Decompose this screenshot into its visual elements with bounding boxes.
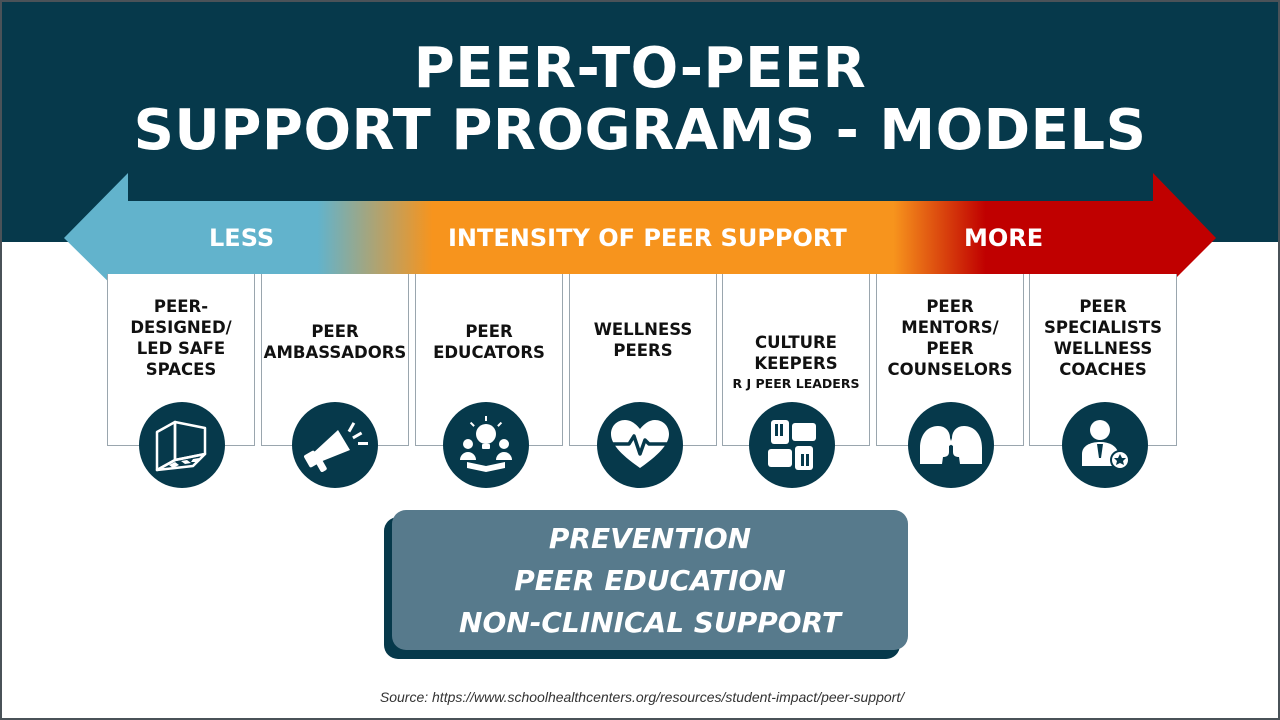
heartbeat-icon: [597, 402, 683, 488]
model-label: PEER SPECIALISTS WELLNESS COACHES: [1044, 297, 1162, 379]
more-label: MORE: [964, 224, 1044, 252]
summary-line-1: PREVENTION: [548, 522, 752, 555]
lightbulb-group-icon: [443, 402, 529, 488]
summary-line-3: NON-CLINICAL SUPPORT: [459, 606, 841, 639]
source-citation: Source: https://www.schoolhealthcenters.…: [379, 689, 905, 705]
specialist-badge-icon: [1062, 402, 1148, 488]
model-label: PEER MENTORS/ PEER COUNSELORS: [887, 297, 1013, 379]
title-line-2: SUPPORT PROGRAMS - MODELS: [133, 98, 1147, 163]
arrow-shape: [64, 173, 1216, 301]
model-label: PEER AMBASSADORS: [263, 322, 407, 362]
model-label: WELLNESS PEERS: [593, 320, 693, 360]
summary-line-2: PEER EDUCATION: [514, 564, 786, 597]
model-sublabel: R J PEER LEADERS: [732, 376, 860, 391]
model-label: CULTURE KEEPERS R J PEER LEADERS: [723, 311, 869, 414]
less-label: LESS: [209, 224, 275, 252]
room-icon: [139, 402, 225, 488]
model-main-label: CULTURE KEEPERS: [754, 333, 838, 373]
model-label: PEER- DESIGNED/ LED SAFE SPACES: [130, 297, 232, 379]
intensity-label: INTENSITY OF PEER SUPPORT: [448, 224, 847, 252]
two-heads-icon: [908, 402, 994, 488]
title-line-1: PEER-TO-PEER: [413, 36, 867, 101]
joined-hands-icon: [749, 402, 835, 488]
summary-box: PREVENTION PEER EDUCATION NON-CLINICAL S…: [392, 510, 908, 650]
model-label: PEER EDUCATORS: [433, 322, 545, 362]
megaphone-icon: [292, 402, 378, 488]
page-title: PEER-TO-PEER SUPPORT PROGRAMS - MODELS: [2, 38, 1278, 162]
